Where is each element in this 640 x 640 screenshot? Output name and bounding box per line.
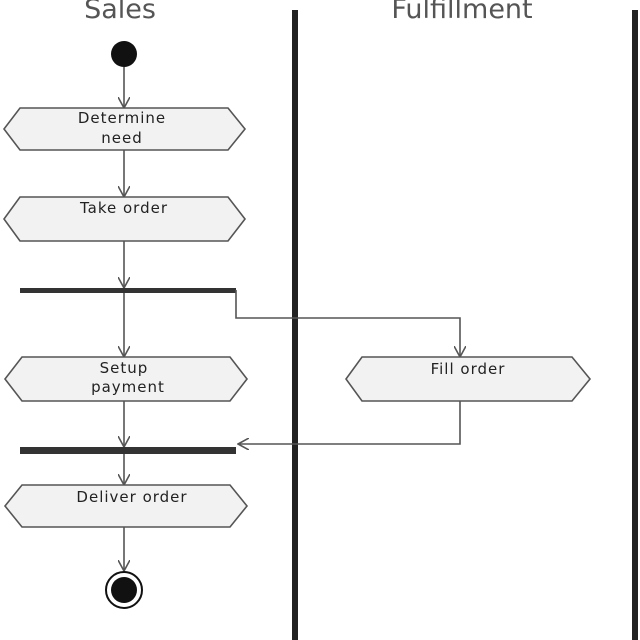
flow-fork-to-fill-order (235, 290, 460, 357)
lane-title-fulfillment: Fulfillment (391, 0, 532, 25)
initial-node (111, 41, 137, 67)
activity-label: Setup (100, 359, 149, 377)
activity-setup-payment: Setup payment (3, 356, 249, 402)
activity-label: Deliver order (76, 488, 187, 506)
activity-fill-order: Fill order (345, 356, 592, 402)
flow-fill-order-to-join (238, 401, 461, 444)
activity-deliver-order: Deliver order (3, 484, 249, 528)
activity-take-order: Take order (3, 196, 247, 242)
activity-label: Determine (78, 109, 166, 127)
lane-title-sales: Sales (84, 0, 156, 25)
activity-determine-need: Determine need (2, 107, 247, 151)
activity-label: Fill order (431, 360, 506, 378)
activity-label: payment (91, 378, 165, 396)
fork-bar (20, 288, 236, 293)
final-node (105, 571, 143, 609)
activity-label: Take order (79, 199, 168, 217)
activity-label: need (101, 129, 143, 147)
join-bar (20, 447, 236, 454)
